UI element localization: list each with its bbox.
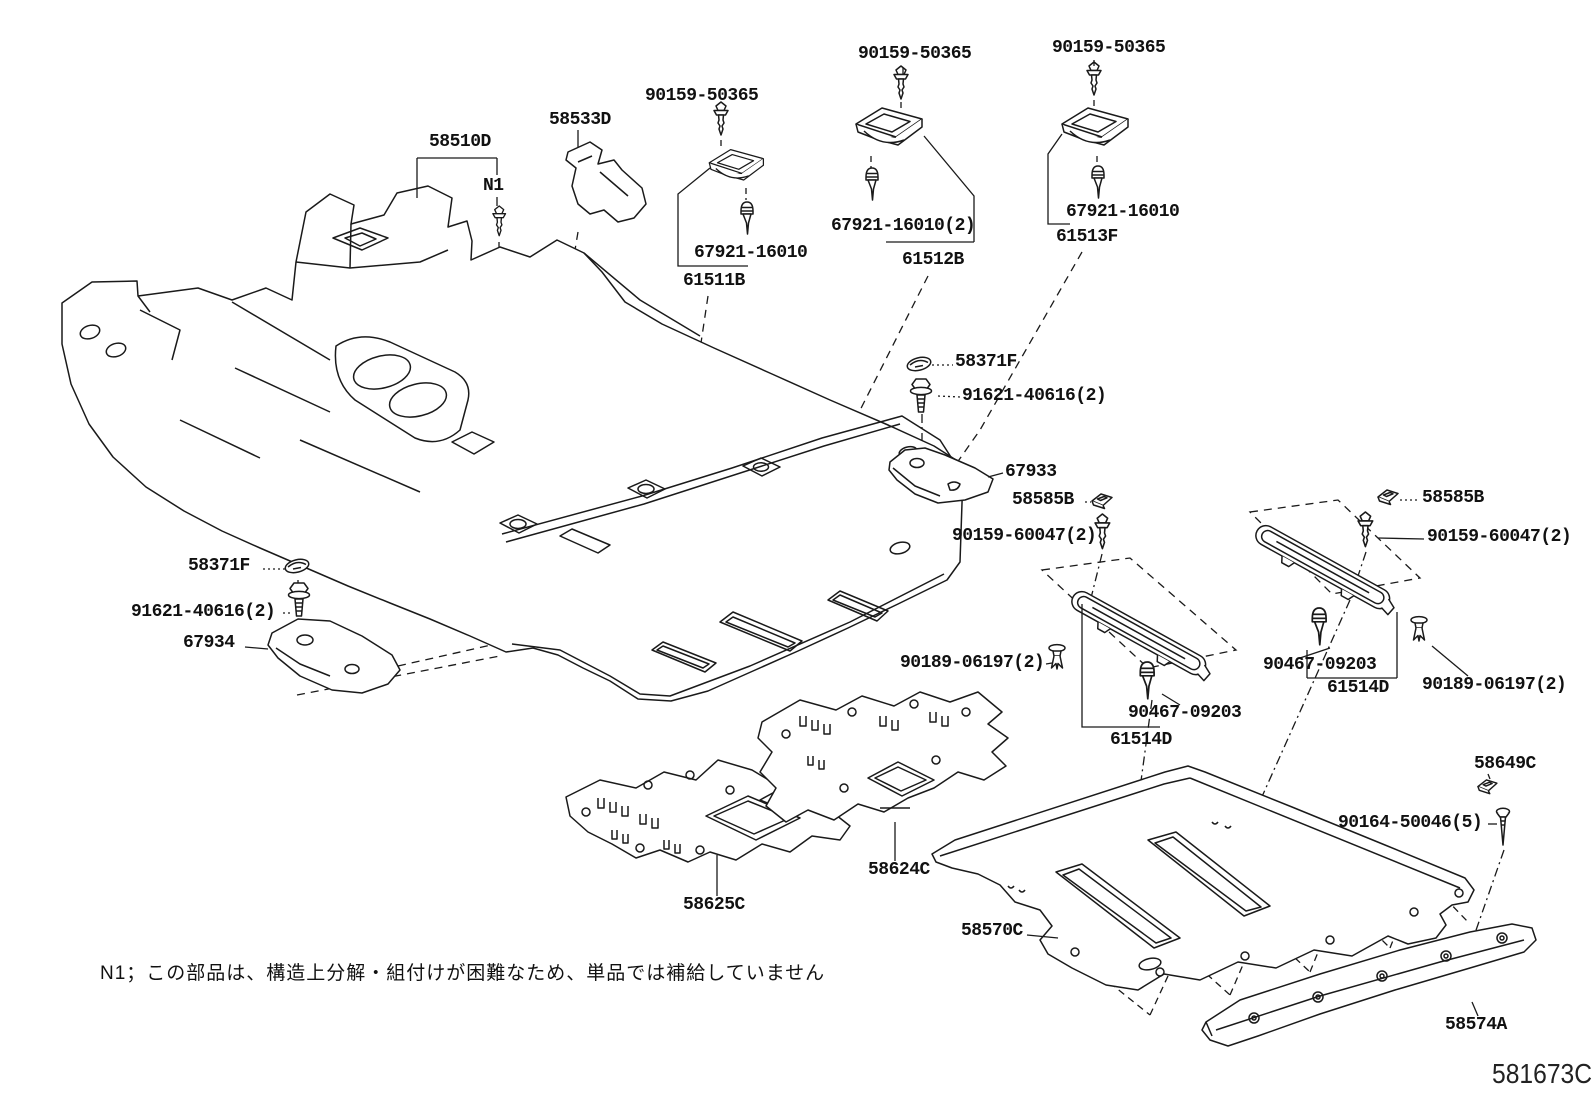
screw-icon (492, 205, 507, 237)
part-label-p4: 58533D (549, 110, 611, 130)
tray-bracket-61512b (855, 107, 923, 146)
tray-bracket-61511b (708, 149, 765, 181)
push-clip-icon (1048, 643, 1066, 670)
screw-icon (1086, 61, 1102, 96)
part-label-p17: 90159-60047(2) (952, 526, 1097, 546)
part-label-p21: 61514D (1327, 678, 1389, 698)
stud-icon (1311, 607, 1327, 646)
part-label-p18: 58585B (1422, 488, 1484, 508)
rear-mat-58570c (931, 765, 1475, 991)
part-label-p6: N1 (483, 176, 504, 196)
screw-icon (1094, 513, 1111, 550)
stud-icon (865, 167, 879, 201)
note-n1-text: N1；この部品は、構造上分解・組付けが困難なため、単品では補給していません (100, 963, 826, 984)
part-label-p2: 90159-50365 (1052, 38, 1166, 58)
part-label-p9: 67921-16010(2) (831, 216, 976, 236)
part-label-p31: 58624C (868, 860, 930, 880)
part-label-p34: 58574A (1445, 1015, 1507, 1035)
insulator-58625c (565, 759, 851, 863)
part-label-p10: 61512B (902, 250, 964, 270)
part-label-p29: 58649C (1474, 754, 1536, 774)
hex-screw-icon (909, 378, 933, 413)
box-clip-icon (1477, 779, 1498, 795)
part-label-p32: 58625C (683, 895, 745, 915)
part-label-p24: 90467-09203 (1128, 703, 1242, 723)
part-label-p7: 67921-16010 (694, 243, 808, 263)
stud-icon (1091, 165, 1105, 199)
grommet-icon (905, 354, 933, 374)
part-label-p33: 58570C (961, 921, 1023, 941)
stud-icon (740, 201, 754, 235)
part-label-p22: 90189-06197(2) (1422, 675, 1567, 695)
part-label-p8: 61511B (683, 271, 745, 291)
tray-bracket-61513f (1061, 107, 1129, 146)
part-label-p26: 58371F (188, 556, 250, 576)
screw-icon (893, 65, 909, 100)
insulator-58624c (757, 691, 1009, 823)
leader-lines (244, 60, 1497, 1017)
flat-screw-icon (1495, 807, 1511, 846)
part-label-p30: 90164-50046(5) (1338, 813, 1483, 833)
part-label-p27: 91621-40616(2) (131, 602, 276, 622)
part-label-p20: 90467-09203 (1263, 655, 1377, 675)
part-label-p16: 58585B (1012, 490, 1074, 510)
part-label-p28: 67934 (183, 633, 235, 653)
part-label-p11: 67921-16010 (1066, 202, 1180, 222)
part-label-p13: 58371F (955, 352, 1017, 372)
part-label-p5: 58510D (429, 132, 491, 152)
screw-icon (1357, 511, 1374, 548)
part-label-p14: 91621-40616(2) (962, 386, 1107, 406)
box-clip-icon (1091, 493, 1113, 510)
screw-icon (713, 101, 729, 136)
part-label-p12: 61513F (1056, 227, 1118, 247)
push-clip-icon (1410, 615, 1428, 642)
bracket-67934 (267, 618, 401, 694)
bracket-58533d (565, 141, 647, 223)
hex-screw-icon (287, 582, 311, 617)
scuff-plate-58574a (1201, 923, 1537, 1047)
part-label-p15: 67933 (1005, 462, 1057, 482)
part-label-p19: 90159-60047(2) (1427, 527, 1572, 547)
stud-icon (1139, 661, 1155, 700)
part-label-p23: 90189-06197(2) (900, 653, 1045, 673)
floor-carpet-drawing (61, 185, 964, 702)
part-label-p1: 90159-50365 (858, 44, 972, 64)
box-clip-icon (1377, 489, 1399, 506)
part-label-p25: 61514D (1110, 730, 1172, 750)
bracket-67933 (888, 447, 994, 504)
part-label-p3: 90159-50365 (645, 86, 759, 106)
figure-code: 581673C (1492, 1058, 1592, 1089)
